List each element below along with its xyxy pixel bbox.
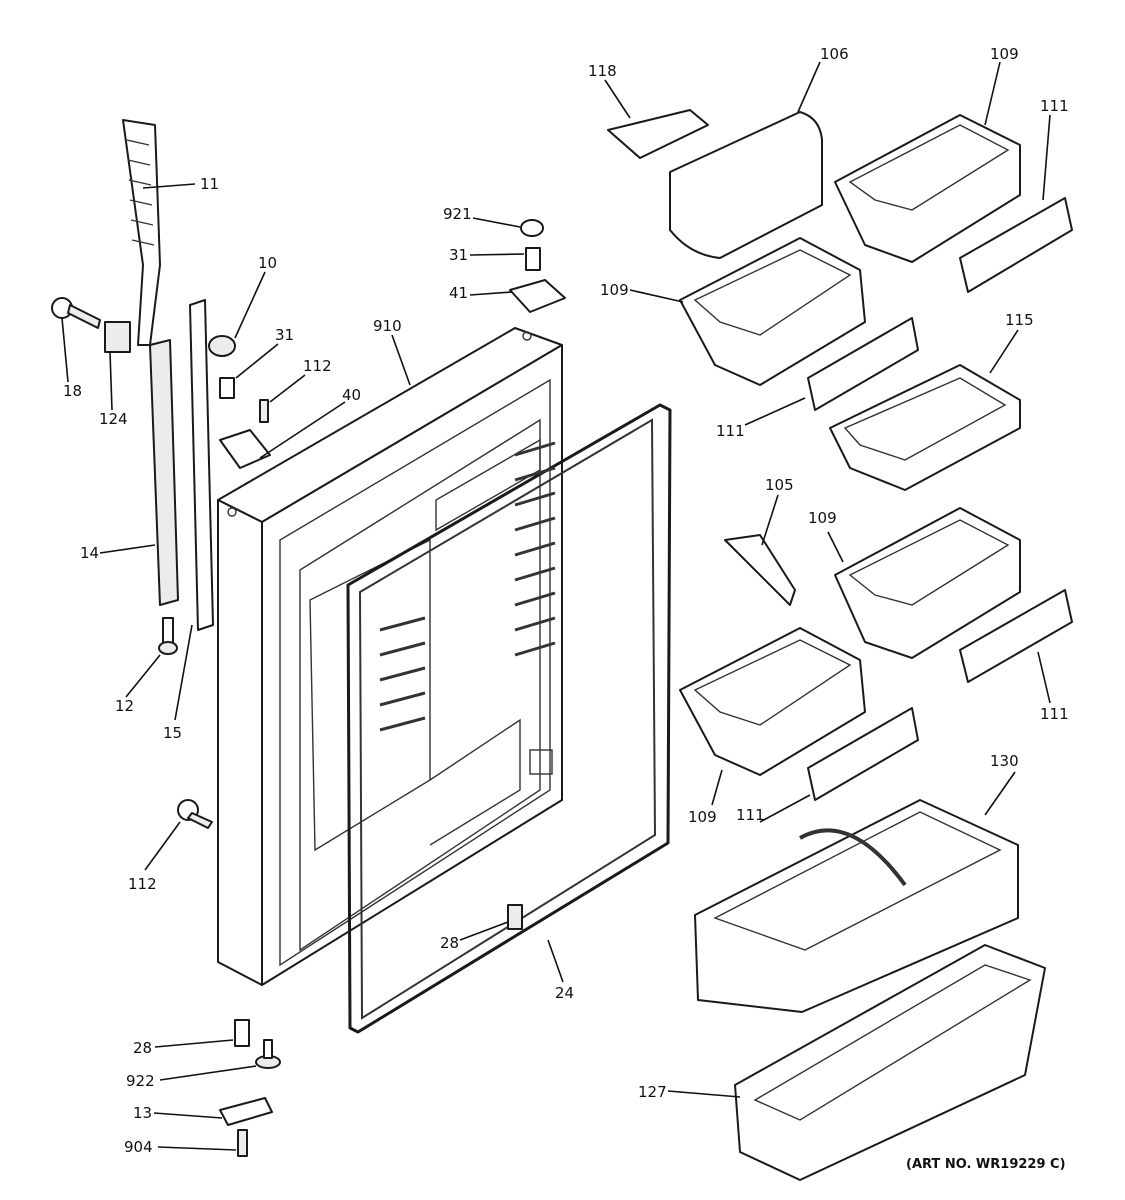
label-24: 24 [555,984,574,1002]
cap-111-b [807,317,919,411]
label-40: 40 [342,386,361,404]
label-12: 12 [115,697,134,715]
bushing-31-left [219,377,235,399]
label-105: 105 [765,476,794,494]
hinge-plate-41 [509,279,566,313]
label-904: 904 [124,1138,153,1156]
label-109-a: 109 [990,45,1019,63]
cap-111-c [959,589,1073,683]
plug-10 [208,335,236,357]
hinge-bracket [149,339,179,606]
label-10: 10 [258,254,277,272]
label-18: 18 [63,382,82,400]
pin-28-lower [234,1019,250,1047]
label-922: 922 [126,1072,155,1090]
label-115: 115 [1005,311,1034,329]
label-127: 127 [638,1083,667,1101]
screw-18 [51,297,101,329]
label-111-d: 111 [736,806,765,824]
cap-111-d [807,707,919,801]
bushing-31-right [525,247,541,271]
pin-28-upper [507,904,523,930]
label-111-c: 111 [1040,705,1069,723]
bin-115 [829,364,1021,491]
screw-112-upper [259,399,269,423]
label-14: 14 [80,544,99,562]
bin-109-mid [679,237,866,386]
label-31-a: 31 [449,246,468,264]
screw-922 [255,1039,281,1069]
label-112-a: 112 [303,357,332,375]
label-28-a: 28 [440,934,459,952]
door-ribs [379,441,556,732]
label-130: 130 [990,752,1019,770]
hinge-plate-40 [219,429,271,469]
door-strip [189,299,214,631]
clip-124 [104,321,131,353]
label-28-b: 28 [133,1039,152,1057]
tray-118 [607,109,709,159]
label-124: 124 [99,410,128,428]
label-111-b: 111 [716,422,745,440]
label-41: 41 [449,284,468,302]
door-assembly [217,327,563,986]
label-910: 910 [373,317,402,335]
label-13: 13 [133,1104,152,1122]
label-11: 11 [200,175,219,193]
leader-lines [61,61,1051,1151]
door-gasket [346,403,672,1034]
screw-112-lower [177,799,213,829]
door-handle [122,119,161,346]
label-109-c: 109 [808,509,837,527]
cap-921 [520,219,544,237]
cap-111-a [959,197,1073,293]
label-109-b: 109 [600,281,629,299]
bin-130 [694,799,1019,1013]
label-31-b: 31 [275,326,294,344]
bin-109-lower-left [679,627,866,776]
bracket-13 [219,1097,273,1126]
label-921: 921 [443,205,472,223]
pin-12 [158,617,178,655]
part-labels: 118 106 109 111 921 31 41 109 115 111 11… [63,45,1069,1172]
label-111-a: 111 [1040,97,1069,115]
label-118: 118 [588,62,617,80]
label-106: 106 [820,45,849,63]
label-112-b: 112 [128,875,157,893]
screw-904 [237,1129,248,1157]
label-15: 15 [163,724,182,742]
label-109-d: 109 [688,808,717,826]
art-number: (ART NO. WR19229 C) [906,1157,1066,1172]
divider-105 [724,534,796,606]
cover-106 [669,111,823,259]
bin-109-top-right [834,114,1021,263]
shelf-127 [734,944,1046,1181]
bin-109-lower-right [834,507,1021,659]
